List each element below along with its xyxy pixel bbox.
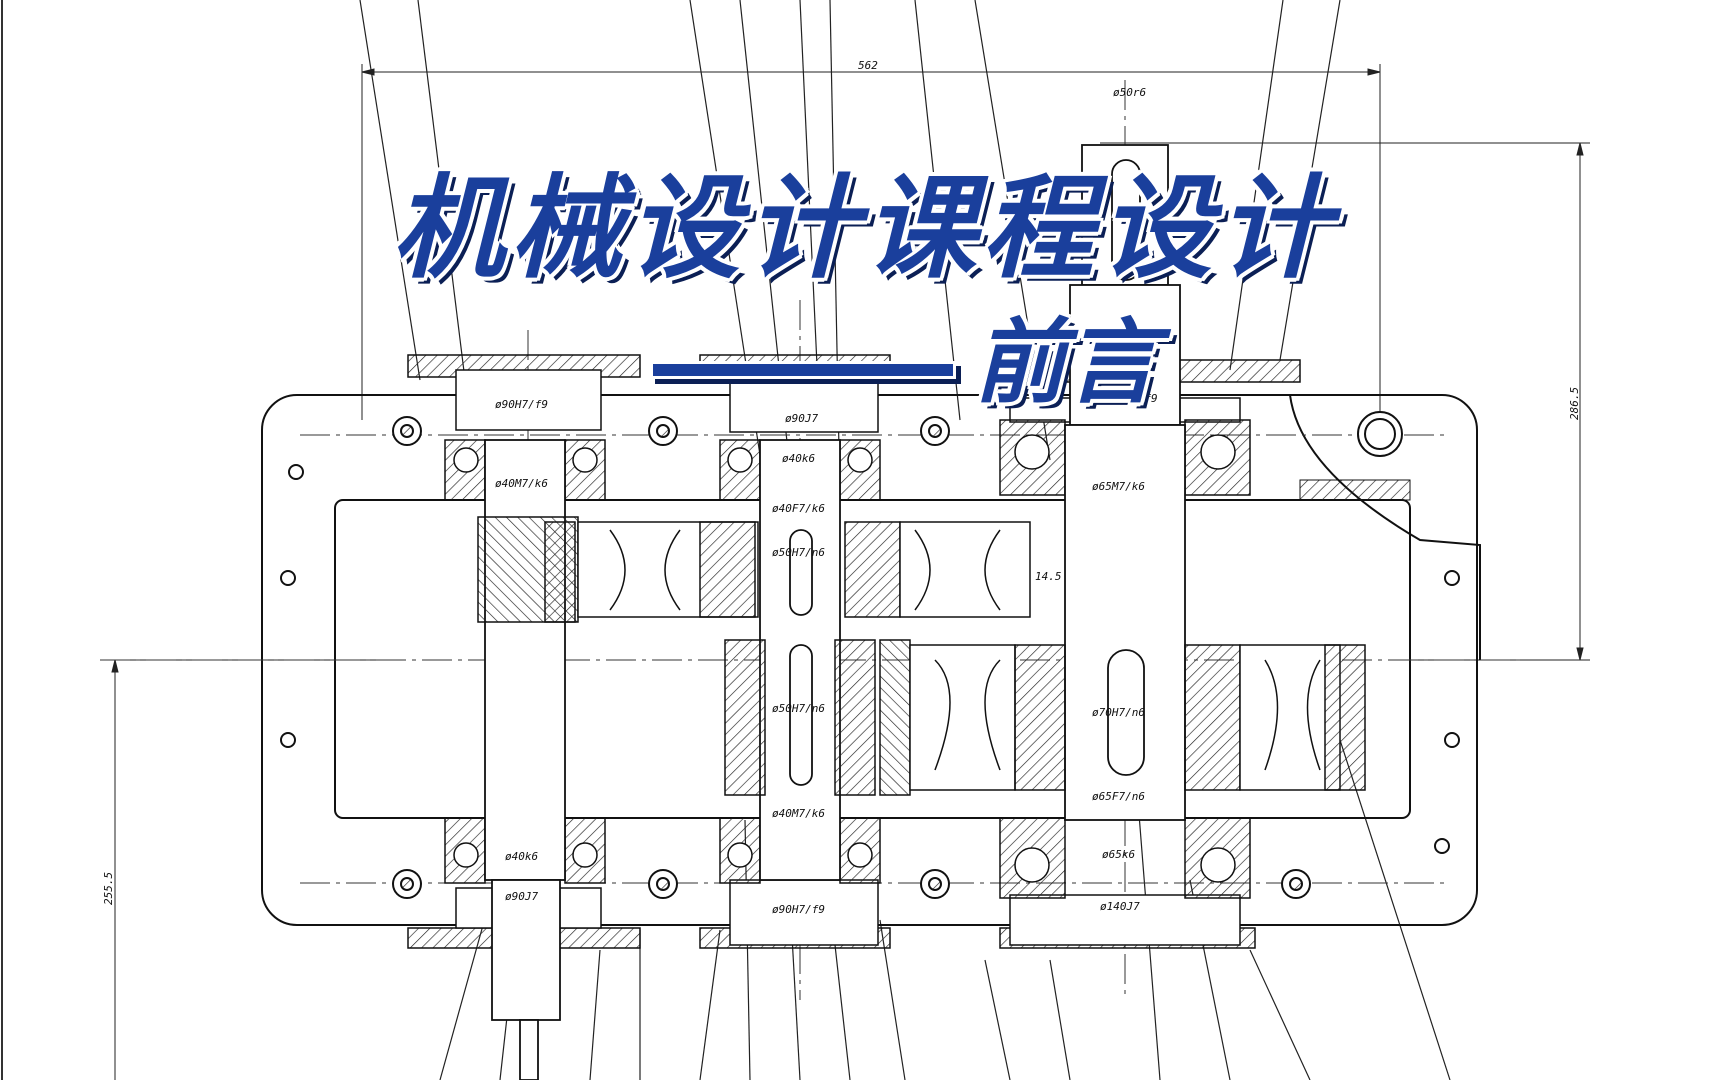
dimension-left-height	[105, 659, 400, 1080]
shafts	[484, 144, 1186, 1080]
dim-right-bottom-cover: ø140J7	[1100, 900, 1140, 913]
dimension-255-5: 255.5	[102, 872, 115, 905]
dim-mid-gear-lower: ø50H7/n6	[772, 702, 825, 715]
dim-right-bearing-fit: ø65F7/n6	[1092, 790, 1145, 803]
dim-mid-bottom-cover: ø90H7/f9	[772, 903, 825, 916]
dim-right-shaft-bottom: ø65k6	[1102, 848, 1135, 861]
dim-mid-shaft-bottom: ø40M7/k6	[772, 807, 825, 820]
dim-mid-gear-upper: ø50H7/n6	[772, 546, 825, 559]
dim-left-bottom-cover: ø90J7	[505, 890, 538, 903]
dimension-overall-width	[361, 64, 1381, 420]
bolt-holes	[280, 411, 1460, 899]
dim-output-shaft: ø50r6	[1113, 86, 1146, 99]
dim-left-top-cover: ø90H7/f9	[495, 398, 548, 411]
dim-mid-top-cover: ø90J7	[785, 412, 818, 425]
gears	[477, 516, 1366, 796]
dim-left-top-bearing: ø40M7/k6	[495, 477, 548, 490]
dim-left-shaft-bottom: ø40k6	[505, 850, 538, 863]
subtitle-text: 前言	[973, 308, 1158, 416]
dim-gap: 14.5	[1035, 570, 1062, 583]
page-subtitle: 前言	[0, 288, 1728, 421]
dimension-562: 562	[858, 59, 878, 72]
dim-right-gear: ø70H7/n6	[1092, 706, 1145, 719]
dim-mid-shaft-top: ø40k6	[782, 452, 815, 465]
dim-right-bearing-top: ø65M7/k6	[1092, 480, 1145, 493]
title-dash	[649, 361, 956, 380]
dim-mid-shaft-fit: ø40F7/k6	[772, 502, 825, 515]
dim-right-top-cover: ø140H7/f9	[1098, 392, 1158, 405]
page-title: 机械设计课程设计	[392, 163, 1336, 294]
dimension-286-5: 286.5	[1568, 387, 1581, 420]
bearings	[444, 419, 1251, 899]
